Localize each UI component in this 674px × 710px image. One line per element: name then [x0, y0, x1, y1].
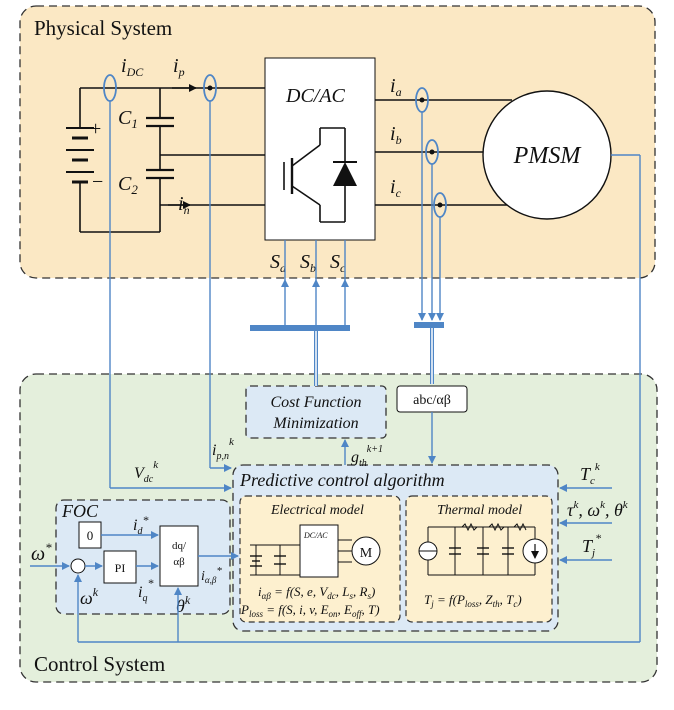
svg-text:iα,β*: iα,β* — [201, 565, 222, 585]
foc-title: FOC — [61, 501, 99, 521]
svg-text:ic: ic — [390, 176, 402, 200]
svg-text:Tck: Tck — [580, 461, 601, 487]
svg-text:ωk: ωk — [80, 585, 99, 608]
svg-text:αβ: αβ — [173, 556, 185, 568]
predictive-control-title: Predictive control algorithm — [239, 470, 445, 490]
mini-circuit-icon — [250, 524, 381, 578]
capacitor-c1-icon — [146, 88, 174, 170]
svg-text:iq*: iq* — [138, 576, 153, 604]
switching-bus — [250, 325, 350, 331]
pmsm-label: PMSM — [513, 143, 583, 169]
svg-text:id*: id* — [133, 513, 148, 537]
svg-text:Cost Function: Cost Function — [270, 394, 361, 411]
physical-system-title: Physical System — [34, 16, 172, 40]
capacitor-c2-icon — [146, 168, 174, 205]
in-label: in — [178, 193, 190, 217]
svg-text:ip,nk: ip,nk — [212, 436, 235, 462]
svg-text:Vdck: Vdck — [134, 459, 159, 485]
thermal-model-equation: Tj = f(Ploss, Zth, Tc) — [424, 592, 522, 609]
svg-text:0: 0 — [87, 528, 94, 543]
svg-text:ib: ib — [390, 123, 402, 147]
svg-text:Sb: Sb — [300, 251, 316, 275]
svg-text:abc/αβ: abc/αβ — [413, 393, 451, 408]
svg-text:PI: PI — [115, 561, 126, 575]
svg-text:DC/AC: DC/AC — [303, 531, 328, 540]
svg-text:ia: ia — [390, 75, 402, 99]
svg-text:Sa: Sa — [270, 251, 286, 275]
idc-label: iDC — [121, 55, 144, 79]
thermal-model-title: Thermal model — [437, 503, 522, 518]
svg-text:Minimization: Minimization — [272, 415, 358, 432]
electrical-model-title: Electrical model — [270, 503, 364, 518]
svg-text:τk, ωk, θk: τk, ωk, θk — [567, 499, 629, 520]
svg-text:ω*: ω* — [31, 540, 52, 565]
battery-icon — [66, 88, 94, 232]
svg-text:C2: C2 — [118, 173, 138, 197]
loss-model-equation: Ploss = f(S, i, v, Eon, Eoff, T) — [240, 602, 380, 619]
svg-text:C1: C1 — [118, 107, 138, 131]
motor-m-label: M — [360, 546, 373, 561]
minus-sign: − — [92, 171, 103, 193]
summing-junction-icon — [70, 558, 86, 574]
svg-text:gthk+1: gthk+1 — [351, 444, 383, 469]
measurement-bus — [414, 322, 444, 328]
dq-to-ab-box — [159, 525, 199, 587]
igbt-diode-icon — [283, 127, 357, 223]
foster-network-icon — [418, 522, 548, 576]
current-model-equation: iαβ = f(S, e, Vdc, Ls, Rs) — [258, 584, 375, 601]
control-system-title: Control System — [34, 652, 165, 676]
svg-text:θk: θk — [176, 593, 191, 616]
svg-text:dq/: dq/ — [172, 540, 187, 552]
plus-sign: + — [90, 118, 101, 140]
inverter-label: DC/AC — [285, 85, 346, 107]
ip-label: ip — [173, 55, 185, 79]
pi-controller-box — [103, 550, 137, 584]
svg-text:Tj*: Tj* — [582, 531, 601, 559]
svg-text:Sc: Sc — [330, 251, 346, 275]
